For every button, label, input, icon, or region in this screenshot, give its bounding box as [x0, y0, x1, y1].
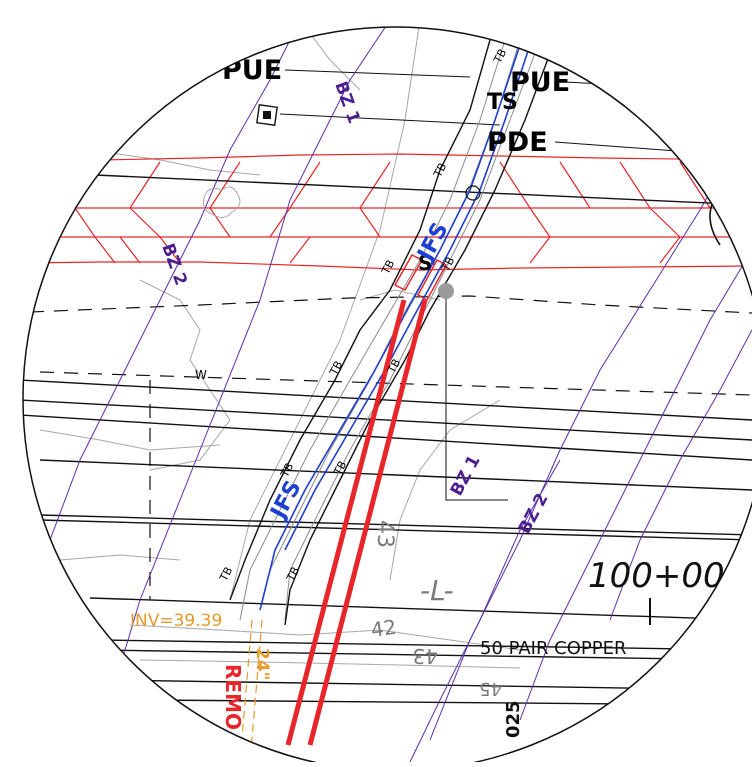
red-blocks [393, 254, 448, 302]
code-25-label: 025 [503, 700, 524, 738]
bz1-top-label: BZ 1 [330, 79, 364, 126]
corridor-edges [229, 39, 556, 626]
road-lines [23, 174, 752, 706]
viewport-circle [22, 26, 752, 767]
pde-label: PDE [487, 127, 548, 158]
alignment-label: -L- [420, 574, 454, 607]
arrow-icon [734, 236, 742, 246]
tb-label: TB [278, 461, 297, 481]
tb-label: TB [284, 565, 303, 585]
leader-lines [279, 69, 691, 501]
contour-43b-label: 43 [413, 644, 438, 668]
bz1-right-label: BZ 1 [447, 452, 485, 499]
tb-label: TB [491, 47, 510, 67]
red-hatch-band [23, 153, 752, 271]
inv-label: INV=39.39 [130, 611, 222, 631]
manhole-icon [438, 283, 454, 299]
contour-lines [39, 27, 521, 669]
utility-box-icon [256, 104, 278, 126]
red-removal-lines [285, 299, 428, 746]
station-label: 100+00 [588, 556, 725, 596]
copper-label: 50 PAIR COPPER [480, 638, 627, 659]
tb-label: TB [379, 258, 398, 278]
ts-label: TS [487, 90, 518, 115]
remove-label: REMO [221, 664, 245, 730]
structure-circle-icon [465, 185, 481, 201]
tb-label: TB [385, 357, 404, 377]
tb-label: TB [327, 359, 346, 379]
pue-left-label: PUE [222, 55, 282, 86]
tb-label: TB [431, 161, 450, 181]
contour-42-label: 42 [369, 615, 398, 642]
tb-label: TB [439, 255, 458, 275]
tree-icon [203, 186, 241, 218]
contour-45-label: 45 [479, 678, 502, 699]
contour-43-label: 43 [372, 520, 397, 548]
tb-label: TB [331, 459, 350, 479]
dashed-lines [29, 295, 752, 600]
pipe-size-label: 24" [252, 648, 272, 681]
bz2-right-label: BZ 2 [515, 490, 553, 537]
pue-right-label: PUE [510, 67, 570, 98]
w-label: W [195, 368, 207, 382]
tb-label: TB [554, 49, 573, 69]
tb-label: TB [217, 565, 236, 585]
drawing-content: PUE PUE PDE TS S BZ 1 BZ 2 BZ 1 BZ 2 JFS… [23, 27, 752, 763]
bz-lines [49, 27, 752, 763]
s-label: S [418, 251, 432, 275]
